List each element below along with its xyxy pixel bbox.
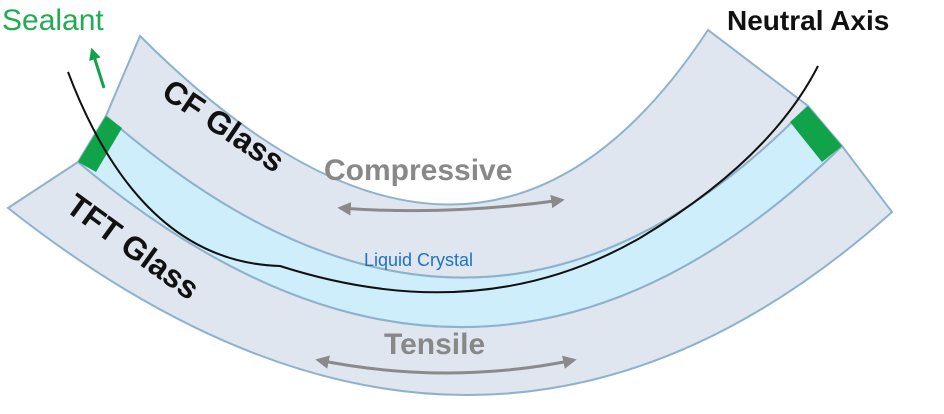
compressive-label: Compressive xyxy=(324,154,512,187)
tensile-label: Tensile xyxy=(384,328,485,361)
sealant-label: Sealant xyxy=(2,4,104,37)
neutral-axis-line xyxy=(67,65,819,294)
liquid-crystal-label: Liquid Crystal xyxy=(364,250,473,270)
sealant-arrow-icon xyxy=(89,47,106,89)
neutral-axis-label: Neutral Axis xyxy=(727,5,889,36)
tensile-arrow-icon xyxy=(315,355,577,375)
sealant-right xyxy=(790,106,842,162)
sealant-left xyxy=(78,116,122,172)
compressive-arrow-icon xyxy=(337,194,565,216)
